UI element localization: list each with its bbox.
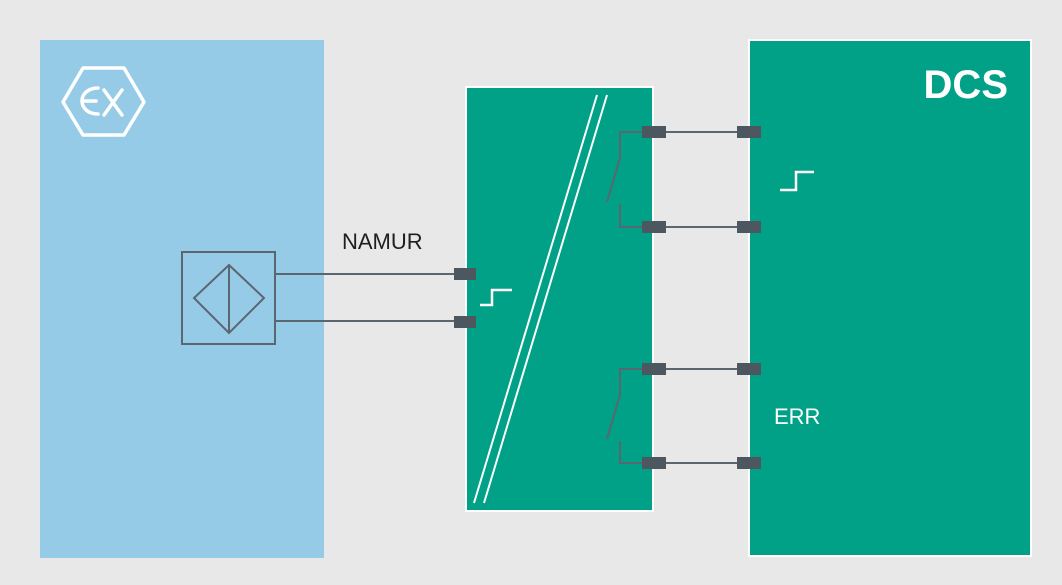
- namur-sensor-icon: [181, 251, 276, 345]
- isolator-module: [454, 86, 666, 512]
- dcs-module: DCS ERR: [737, 39, 1032, 557]
- signal-step-icon: [480, 288, 512, 307]
- signal-label: NAMUR: [342, 229, 423, 254]
- ex-hazard-icon: [61, 66, 146, 137]
- output-terminal-4: [642, 457, 666, 469]
- input-terminal-top: [454, 268, 476, 280]
- output-terminal-3: [642, 363, 666, 375]
- relay-switch-icon: [606, 368, 644, 464]
- input-terminal-bottom: [454, 316, 476, 328]
- isolation-barrier-line-1: [473, 94, 598, 504]
- sensor-wires: [275, 273, 456, 322]
- output-wires: [666, 131, 737, 464]
- output-terminal-2: [642, 221, 666, 233]
- dcs-terminal-1: [737, 126, 761, 138]
- dcs-terminal-3: [737, 363, 761, 375]
- dcs-terminal-2: [737, 221, 761, 233]
- dcs-terminal-4: [737, 457, 761, 469]
- isolation-barrier-line-2: [483, 94, 608, 504]
- signal-step-icon: [780, 170, 814, 192]
- output-terminal-1: [642, 126, 666, 138]
- dcs-body: [748, 39, 1032, 557]
- error-label: ERR: [774, 404, 820, 429]
- dcs-title: DCS: [924, 63, 1008, 107]
- isolator-body: [465, 86, 654, 512]
- relay-switch-icon: [606, 131, 644, 228]
